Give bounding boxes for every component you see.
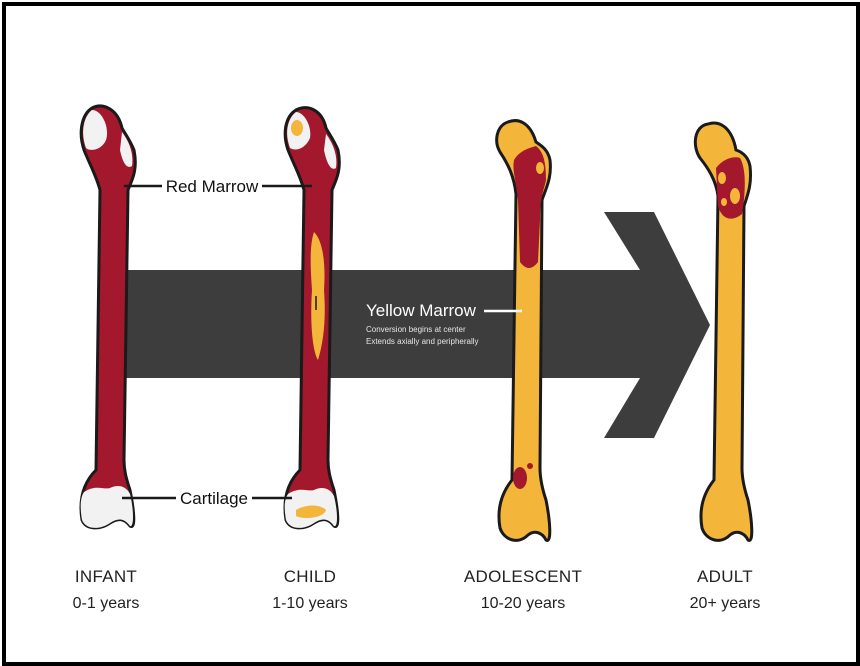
- stage-name-infant: INFANT: [75, 567, 137, 586]
- yellow-marrow-note-1: Conversion begins at center: [366, 325, 466, 334]
- stage-age-adult: 20+ years: [690, 595, 761, 612]
- stage-age-child: 1-10 years: [272, 595, 348, 612]
- infant-bone: [81, 106, 136, 528]
- cartilage-label: Cartilage: [180, 489, 248, 508]
- adult-red-marrow: [716, 157, 745, 218]
- yellow-marrow-label: Yellow Marrow: [366, 301, 477, 320]
- stage-age-infant: 0-1 years: [73, 595, 140, 612]
- stage-name-child: CHILD: [284, 567, 337, 586]
- stage-name-adolescent: ADOLESCENT: [464, 567, 582, 586]
- yellow-marrow-note-2: Extends axially and peripherally: [366, 337, 479, 346]
- bone-marrow-diagram: Red Marrow Cartilage Yellow Marrow Conve…: [6, 6, 852, 658]
- stage-age-adolescent: 10-20 years: [481, 595, 566, 612]
- stage-name-adult: ADULT: [697, 567, 753, 586]
- red-marrow-label: Red Marrow: [166, 177, 259, 196]
